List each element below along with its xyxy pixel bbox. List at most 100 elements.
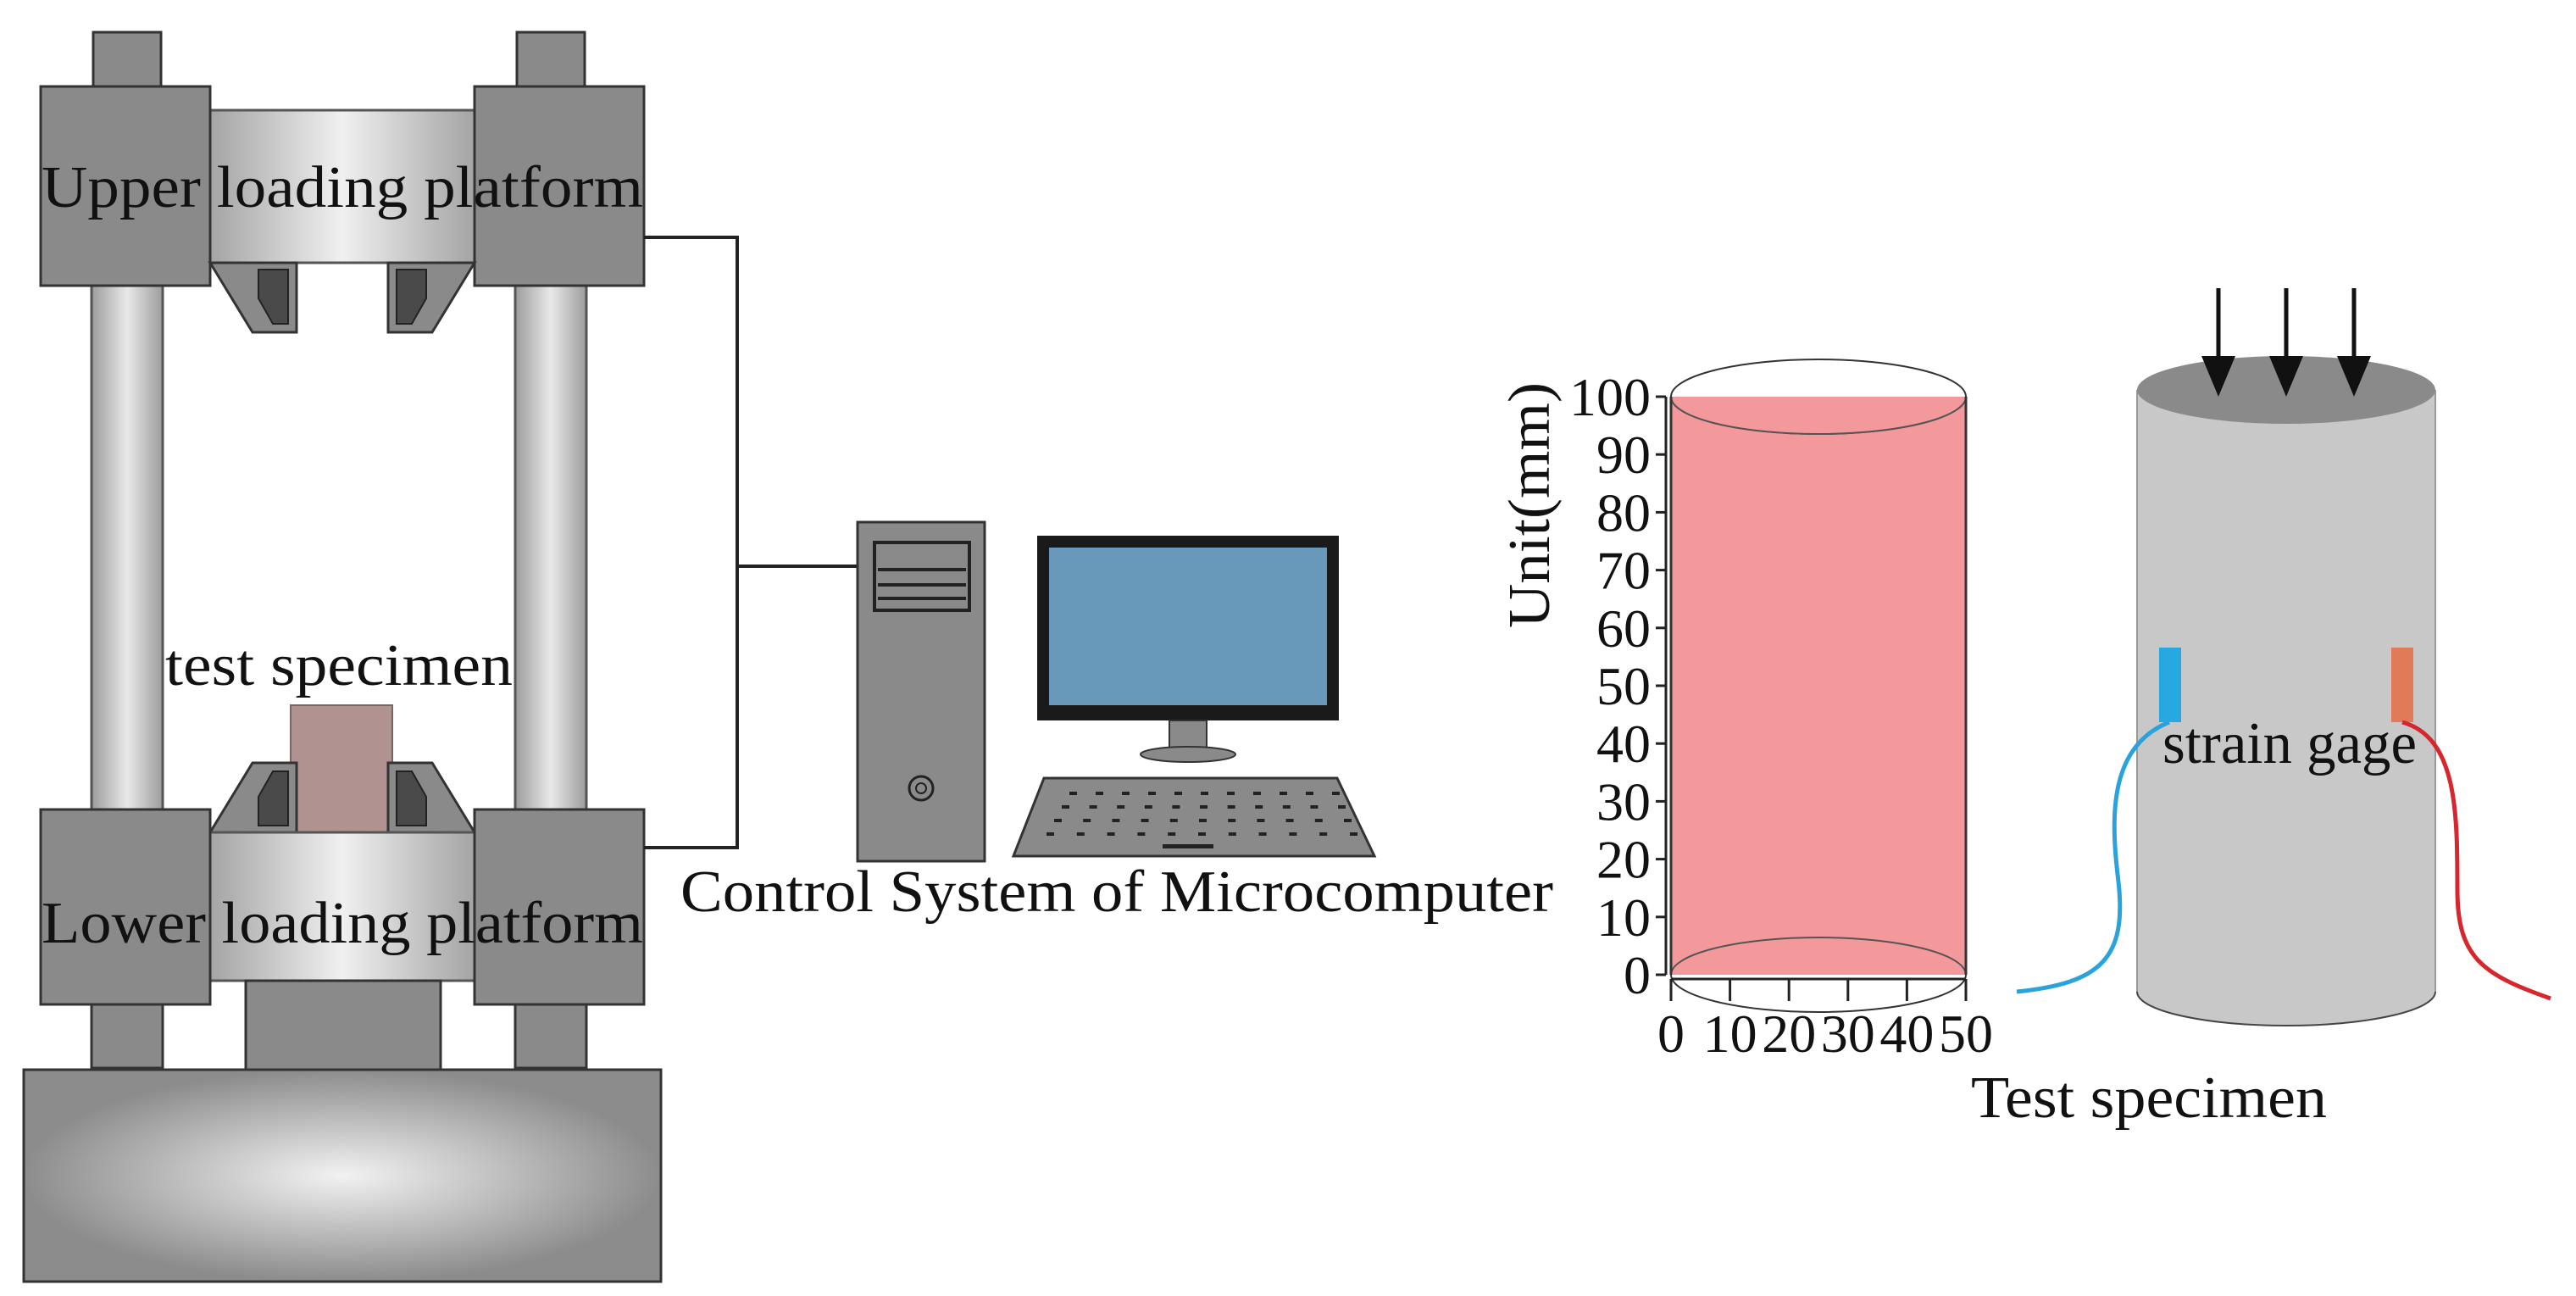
key [1344,819,1352,822]
key [1306,792,1313,795]
upper-platform-block-left [39,85,212,287]
height-tick-label: 60 [1596,598,1651,659]
test-specimen [290,704,393,833]
test-specimen-label: test specimen [165,633,513,698]
key [1285,819,1294,822]
key [1255,805,1263,809]
upper-platform-label: Upper loading platform [42,155,643,220]
diameter-tick-label: 20 [1762,1004,1816,1064]
column-bottom-left [90,998,164,1070]
wire-upper [644,236,739,849]
upper-platform-block-right [473,85,646,287]
key [1046,832,1054,836]
diameter-tick-label: 0 [1657,1004,1685,1064]
height-tick-label: 10 [1596,887,1651,948]
monitor-neck [1169,720,1208,750]
height-tick-label: 90 [1596,425,1651,485]
computer-label: Control System of Microcomputer [680,859,1553,925]
wire-left [2016,720,2170,994]
power-button-inner [915,782,927,794]
key [1148,792,1156,795]
key [1168,832,1176,836]
upper-jaw-left [258,269,289,325]
lower-platform-block-left [39,808,212,1006]
wire-right [2401,720,2551,1001]
key [1096,792,1103,795]
monitor-stand [1140,746,1236,763]
height-tick-label: 40 [1596,714,1651,774]
load-arrow-3-icon [2337,356,2371,397]
test-specimen-caption: Test specimen [1971,1065,2327,1131]
key [1083,819,1091,822]
upper-loading-platform: Upper loading platform [39,85,646,334]
key [1198,832,1206,836]
upper-platform-body [208,108,476,264]
height-tick-label: 0 [1624,945,1651,1005]
key [1112,819,1120,822]
key [1228,832,1236,836]
key [1314,819,1323,822]
key [1350,832,1357,836]
key [1107,832,1115,836]
column-right [514,278,588,824]
key [1062,805,1069,809]
strain-gauge-specimen: strain gage [2016,288,2551,1026]
column-top-left [92,31,163,93]
gauge-cylinder-body [2137,390,2435,992]
load-arrow-1-icon [2201,356,2235,397]
gauge-cylinder-fill-mask [2138,949,2434,992]
lower-loading-platform: Lower loading platform [39,761,646,1071]
key [1069,792,1077,795]
spacebar [1163,844,1213,848]
keyboard-keys [1046,792,1357,848]
unit-axis-label: Unit(mm) [1497,382,1563,628]
load-arrows [2201,288,2371,397]
key [1076,832,1085,836]
power-button-icon [908,775,935,802]
height-tick-label: 50 [1596,656,1651,716]
key [1319,832,1328,836]
key [1228,819,1236,822]
key [1332,792,1340,795]
key [1137,832,1146,836]
load-arrow-2-icon [2269,356,2303,397]
key [1289,832,1297,836]
keyboard [1011,776,1377,858]
key [1174,792,1182,795]
key [1253,792,1261,795]
strain-gauge-left [2159,648,2181,722]
machine-base [22,1068,663,1283]
diameter-tick-label: 50 [1939,1004,1993,1064]
diameter-tick-label: 40 [1879,1004,1934,1064]
microcomputer: Control System of Microcomputer [680,520,1553,925]
key [1258,832,1267,836]
key [1144,805,1152,809]
height-tick-label: 30 [1596,771,1651,832]
key [1280,792,1287,795]
lower-platform-pedestal [244,979,442,1071]
key [1338,805,1346,809]
lower-platform-body [208,831,476,982]
height-tick-label: 20 [1596,830,1651,890]
key [1227,792,1235,795]
specimen-body [1671,397,1966,975]
key [1169,819,1178,822]
upper-jaw-right [396,269,427,325]
key [1282,805,1291,809]
diameter-tick-label: 30 [1821,1004,1875,1064]
height-tick-label: 70 [1596,541,1651,601]
key [1257,819,1265,822]
key [1199,819,1207,822]
specimen-bottom-back [1670,937,1967,976]
monitor-screen [1049,548,1327,705]
column-bottom-right [514,998,588,1070]
column-top-right [515,31,586,93]
lower-jaw-right [396,770,427,826]
testing-machine: Upper loading platform test specimen Low… [22,31,663,1283]
key [1122,792,1130,795]
diameter-tick-label: 10 [1703,1004,1757,1064]
